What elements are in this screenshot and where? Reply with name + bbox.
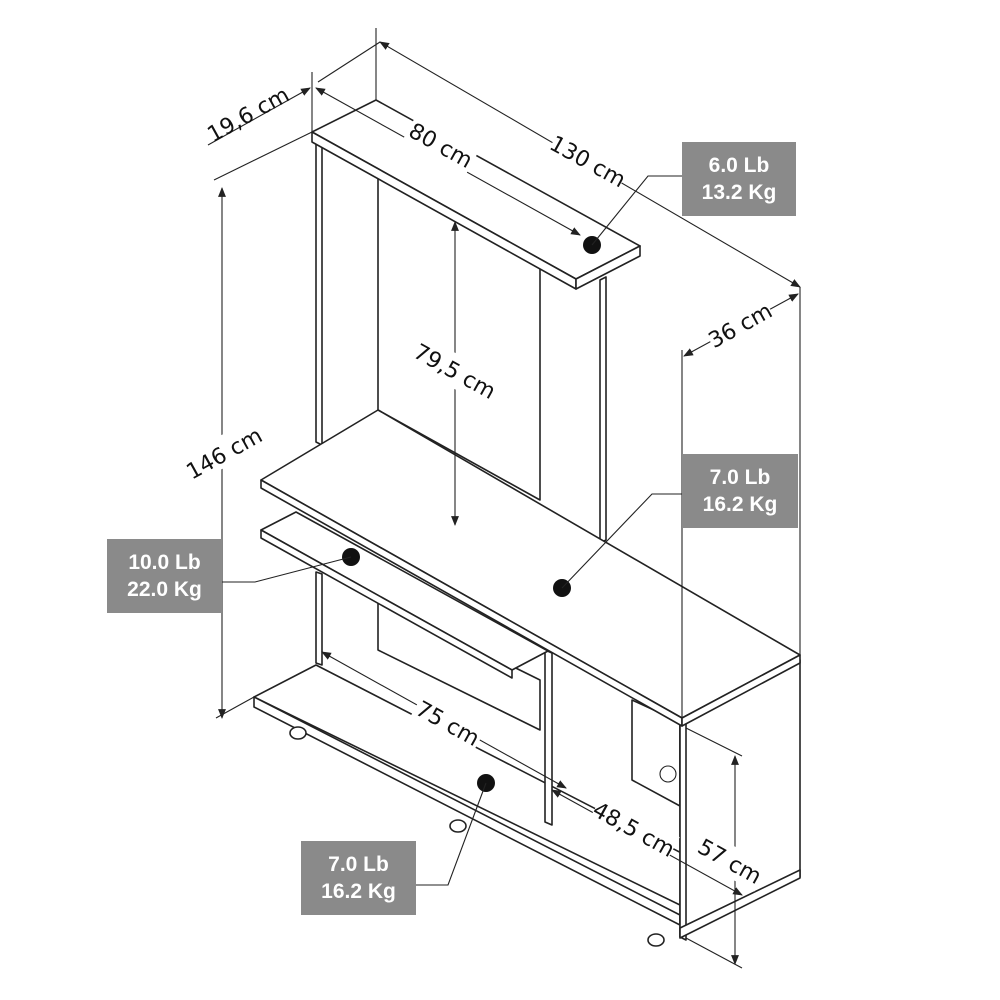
weight-top-kg: 13.2 Kg xyxy=(701,181,777,204)
weight-top-lb: 6.0 Lb xyxy=(708,154,770,177)
weight-keyboard-kg: 22.0 Kg xyxy=(127,578,202,601)
cabinet-front-side-edge xyxy=(679,719,687,941)
weight-keyboard-lb: 10.0 Lb xyxy=(128,551,201,574)
cabinet-hole xyxy=(659,765,677,783)
leader-bottom xyxy=(416,782,487,886)
weight-bottom-lb: 7.0 Lb xyxy=(328,853,389,876)
weight-box-bottom: 7.0 Lb 16.2 Kg xyxy=(301,841,416,915)
foot-2 xyxy=(449,819,467,833)
foot-1 xyxy=(289,726,307,740)
weight-middle-kg: 16.2 Kg xyxy=(702,493,778,516)
weight-box-top: 6.0 Lb 13.2 Kg xyxy=(682,142,796,216)
lower-left-side xyxy=(315,571,323,666)
hutch-right-side xyxy=(599,276,607,544)
weight-bottom-kg: 16.2 Kg xyxy=(321,880,396,903)
label-19-6: 19,6 cm xyxy=(204,83,294,148)
leader-keyboard xyxy=(222,556,352,583)
middle-divider xyxy=(544,649,553,826)
hutch-left-side xyxy=(315,137,323,446)
weight-middle-lb: 7.0 Lb xyxy=(709,466,771,489)
leader-middle xyxy=(561,493,682,589)
foot-3 xyxy=(647,933,665,947)
label-36: 36 cm xyxy=(705,299,777,354)
weight-box-middle: 7.0 Lb 16.2 Kg xyxy=(682,454,798,528)
dim-line-19-6 xyxy=(207,87,311,146)
desk-top-side xyxy=(681,654,801,727)
weight-box-keyboard: 10.0 Lb 22.0 Kg xyxy=(107,539,222,613)
cabinet-base xyxy=(679,869,801,939)
